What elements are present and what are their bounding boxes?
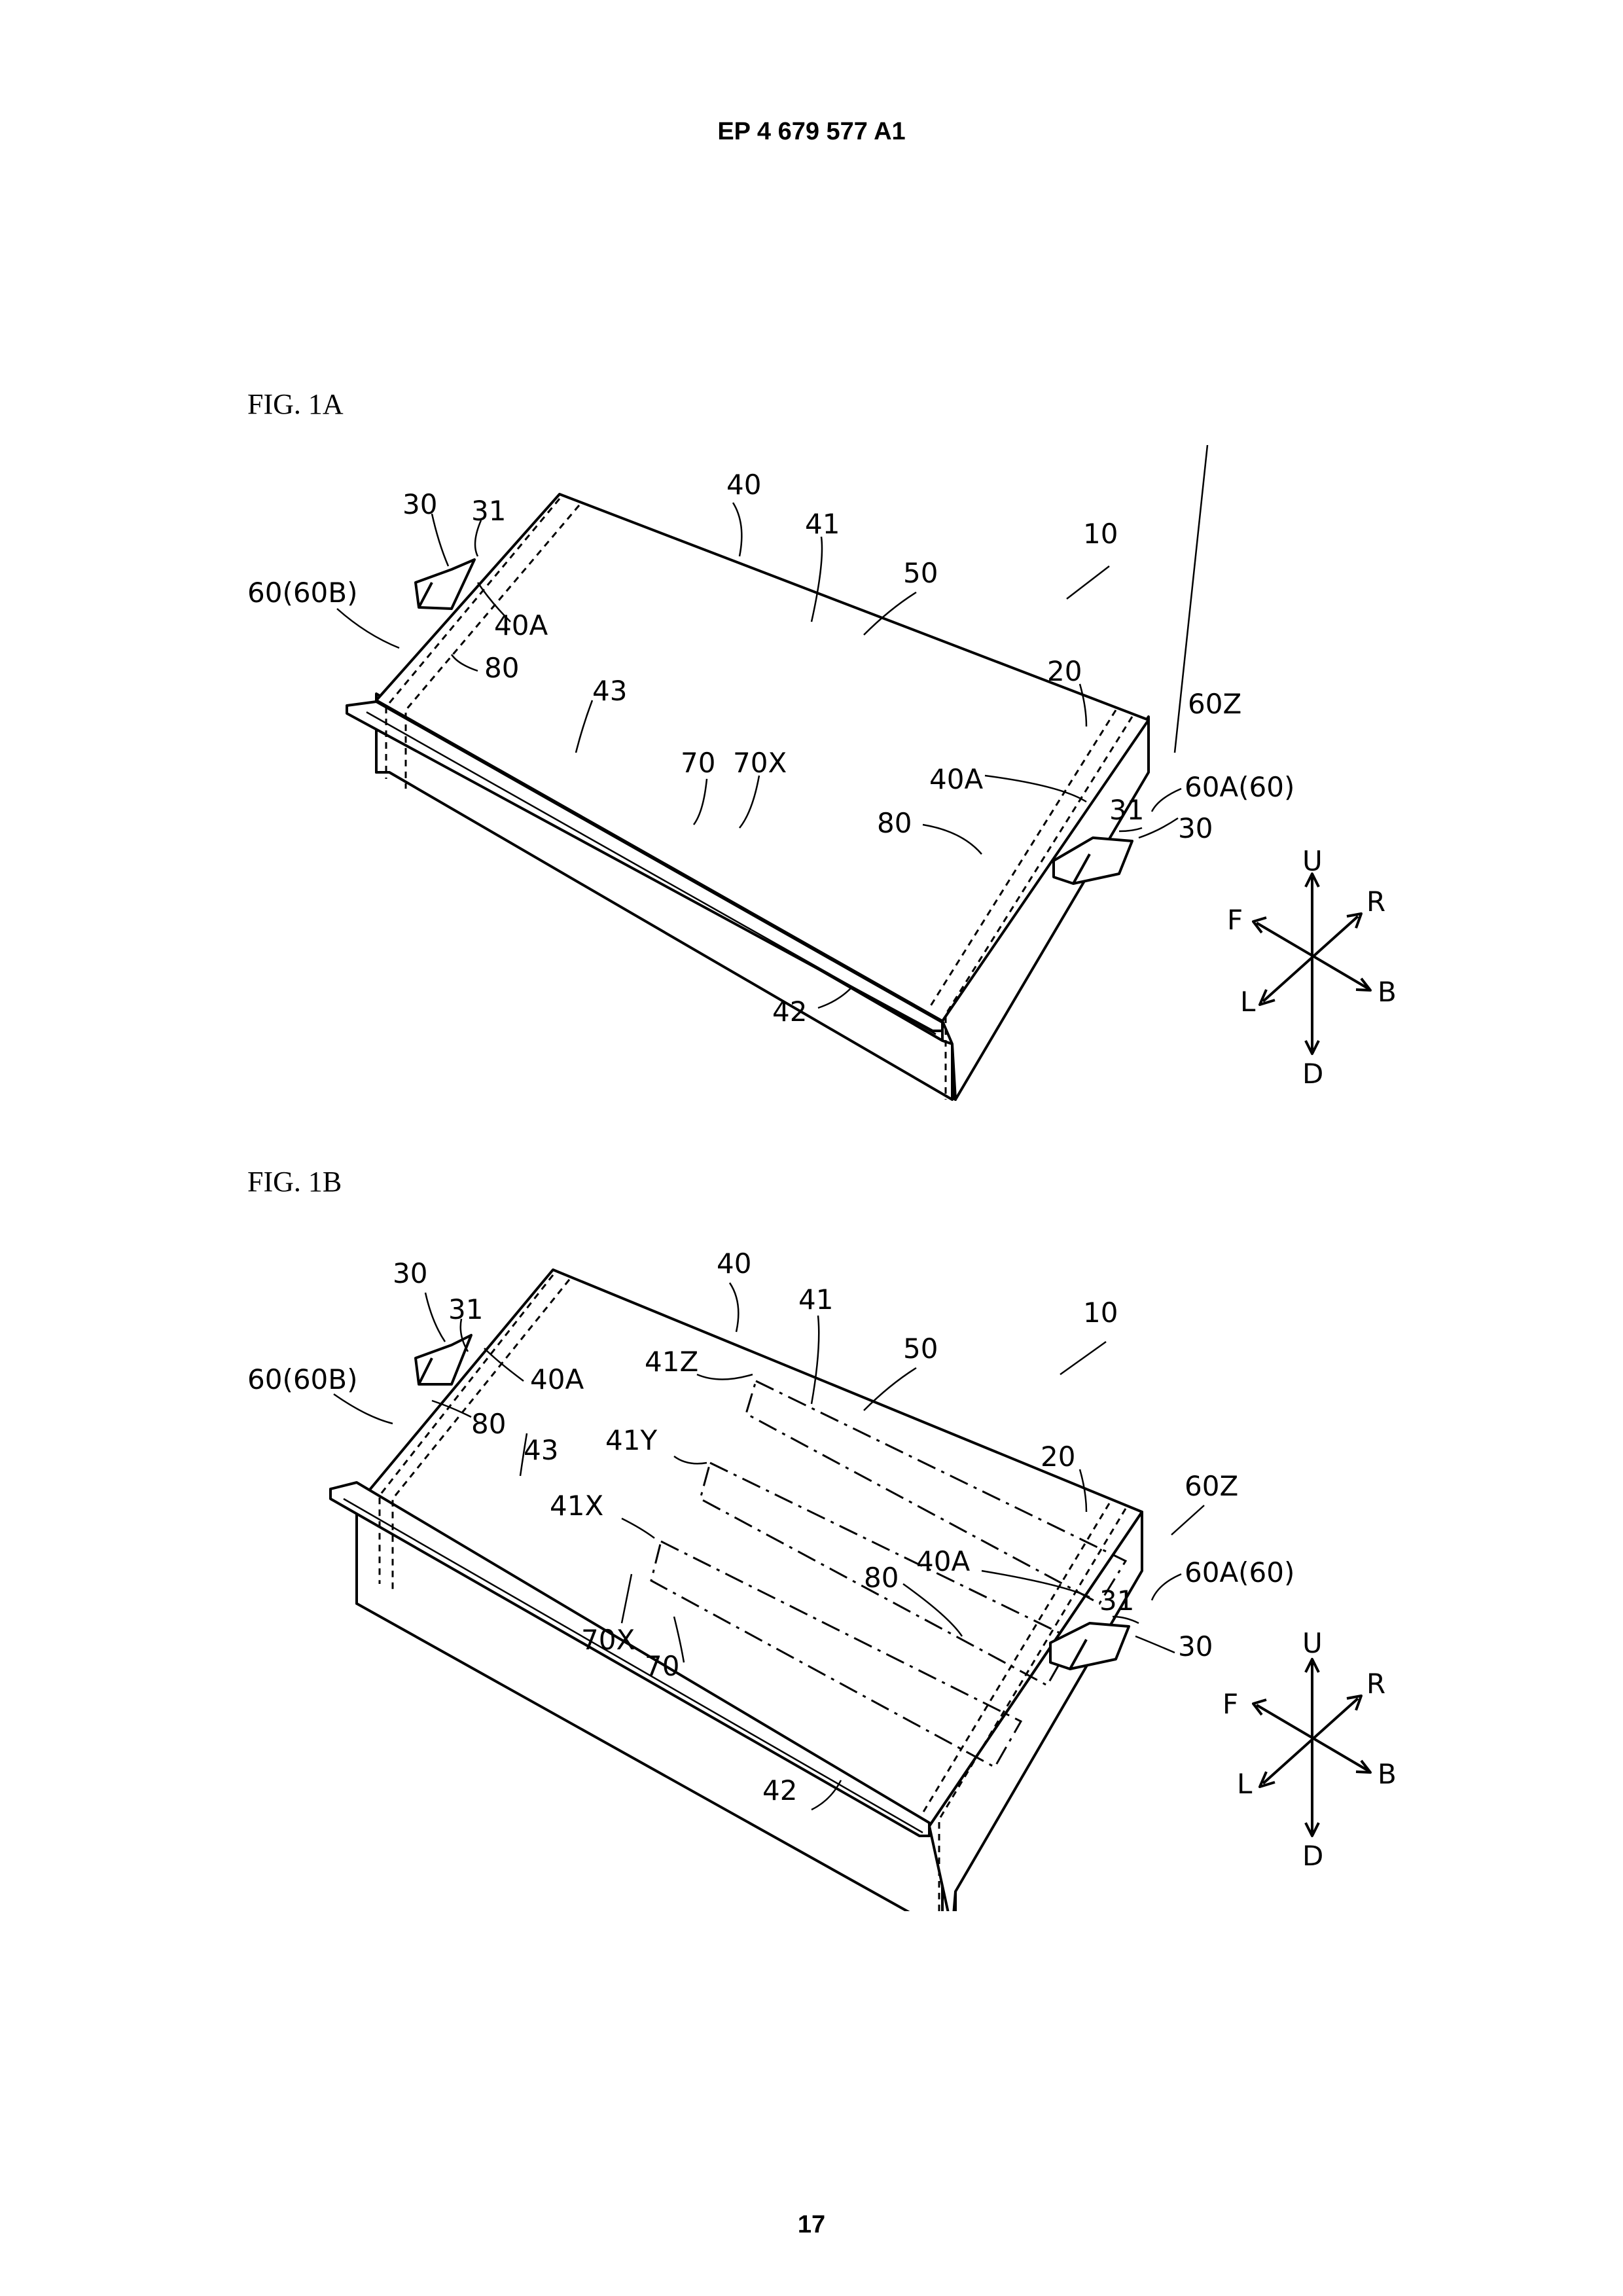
fig1b-label-40A-left: 40A: [530, 1363, 584, 1395]
fig1a-axis-L: L: [1240, 986, 1256, 1018]
fig1b-label-41Y: 41Y: [605, 1424, 657, 1456]
fig1a-label-60Z: 60Z: [1188, 688, 1241, 720]
page-number: 17: [0, 2211, 1623, 2239]
fig1b-axis-U: U: [1302, 1627, 1323, 1659]
fig1a-label-60A-60: 60A(60): [1185, 771, 1294, 803]
fig1a-axis-F: F: [1227, 904, 1243, 936]
fig1b-direction-indicator: U R F B L D: [1222, 1627, 1397, 1872]
fig1a-label-80-left: 80: [484, 652, 519, 684]
fig1a-label-40: 40: [726, 469, 761, 501]
fig1b-label-43: 43: [524, 1434, 558, 1466]
fig1b-label-30-right: 30: [1178, 1630, 1213, 1662]
fig1b-label-60Z: 60Z: [1185, 1470, 1238, 1502]
fig1b-axis-R: R: [1366, 1668, 1385, 1700]
fig1a-direction-indicator: U R F B L D: [1227, 845, 1397, 1090]
fig1a-label-60-60B: 60(60B): [247, 577, 357, 609]
fig1b-axis-F: F: [1222, 1688, 1238, 1720]
fig1a-label-41: 41: [805, 508, 840, 540]
fig1b-label-20: 20: [1041, 1441, 1075, 1473]
fig1a-axis-D: D: [1302, 1058, 1323, 1090]
fig1b-label-50: 50: [903, 1333, 938, 1365]
fig1a-label-31-right: 31: [1109, 794, 1144, 826]
fig1a-label-30-left: 30: [402, 488, 437, 520]
fig1a-label-42: 42: [772, 996, 807, 1028]
fig1a-axis-B: B: [1378, 976, 1397, 1008]
fig1a-label-40A-right: 40A: [929, 763, 983, 795]
fig1b-label-41Z: 41Z: [645, 1346, 698, 1378]
figure-1b-drawing: 40 41 50 10 30 31 60(60B) 40A 41Z 80 43 …: [0, 1217, 1623, 1911]
fig1b-label-60-60B: 60(60B): [247, 1363, 357, 1395]
figure-1a-title: FIG. 1A: [247, 387, 344, 421]
fig1a-label-50: 50: [903, 557, 938, 589]
fig1b-label-31-left: 31: [448, 1293, 483, 1325]
fig1b-label-42: 42: [762, 1774, 797, 1806]
fig1b-axis-L: L: [1237, 1768, 1253, 1800]
figure-1b-title: FIG. 1B: [247, 1165, 342, 1198]
fig1a-label-43: 43: [592, 675, 627, 707]
publication-number: EP 4 679 577 A1: [0, 118, 1623, 146]
fig1b-label-31-right: 31: [1099, 1585, 1134, 1617]
fig1b-label-41X: 41X: [550, 1490, 603, 1522]
fig1a-label-70: 70: [681, 747, 715, 779]
figure-1a-drawing: 40 41 50 10 30 31 60(60B) 40A 80 43 20 6…: [0, 445, 1623, 1139]
fig1b-label-41: 41: [798, 1283, 833, 1316]
fig1a-label-40A-left: 40A: [494, 609, 548, 641]
fig1b-label-70: 70: [645, 1650, 679, 1682]
fig1a-axis-R: R: [1366, 886, 1385, 918]
fig1a-label-31-left: 31: [471, 495, 506, 527]
fig1b-label-30-left: 30: [393, 1257, 427, 1289]
fig1b-axis-B: B: [1378, 1758, 1397, 1790]
fig1a-axis-U: U: [1302, 845, 1323, 877]
fig1b-label-80-left: 80: [471, 1408, 506, 1440]
fig1a-label-70X: 70X: [733, 747, 787, 779]
fig1b-label-40: 40: [717, 1247, 751, 1280]
fig1a-label-80-right: 80: [877, 807, 912, 839]
fig1a-label-30-right: 30: [1178, 812, 1213, 844]
fig1b-axis-D: D: [1302, 1840, 1323, 1872]
fig1b-label-80-right: 80: [864, 1562, 899, 1594]
fig1a-label-10: 10: [1083, 518, 1118, 550]
fig1a-label-20: 20: [1047, 655, 1082, 687]
fig1b-label-70X: 70X: [581, 1624, 635, 1656]
fig1b-label-10: 10: [1083, 1297, 1118, 1329]
fig1b-label-60A-60: 60A(60): [1185, 1556, 1294, 1588]
fig1b-label-40A-right: 40A: [916, 1545, 970, 1577]
